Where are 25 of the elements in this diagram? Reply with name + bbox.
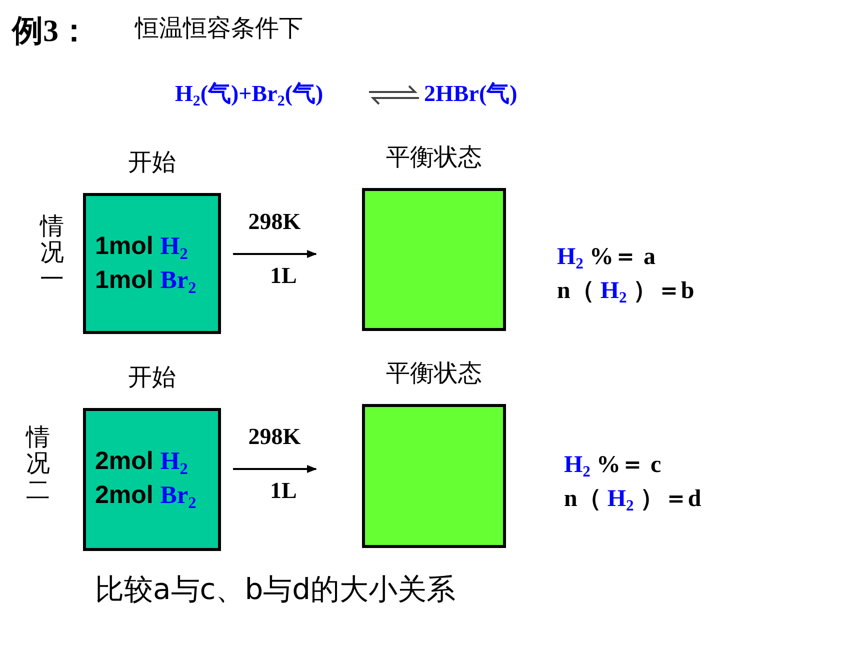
amount-text: 2mol H$_{2}$ (95, 447, 188, 479)
subtitle: 恒温恒容条件下 (135, 13, 303, 44)
arrow (233, 465, 317, 473)
equation-text: 2HBr(气) (424, 80, 518, 108)
heading: 开始 (128, 147, 176, 178)
edge-label: 298K (248, 424, 301, 450)
condition-label: 1L (270, 263, 297, 289)
equation-text: H$_{2}$(气)+Br$_{2}$(气) (175, 80, 324, 110)
amount-text: 2mol Br$_{2}$ (95, 481, 196, 513)
heading: 开始 (128, 362, 176, 393)
result-text: n（ H$_{2}$ ）＝b (557, 277, 694, 308)
heading: 平衡状态 (386, 358, 482, 389)
result-text: H$_{2}$ %＝ a (557, 243, 656, 274)
case-label: 情况一 (40, 213, 64, 292)
case-label: 情况二 (26, 424, 50, 504)
amount-text: 1mol Br$_{2}$ (95, 266, 196, 298)
amount-text: 1mol H$_{2}$ (95, 232, 188, 264)
question-text: 比较a与c、b与d的大小关系 (95, 571, 456, 608)
arrow (233, 250, 317, 258)
heading: 平衡状态 (386, 142, 482, 173)
result-text: n（ H$_{2}$ ）＝d (564, 485, 702, 516)
title: 例3： (12, 12, 90, 50)
edge-label: 298K (248, 209, 301, 235)
result-text: H$_{2}$ %＝ c (564, 451, 662, 482)
condition-label: 1L (270, 478, 297, 504)
